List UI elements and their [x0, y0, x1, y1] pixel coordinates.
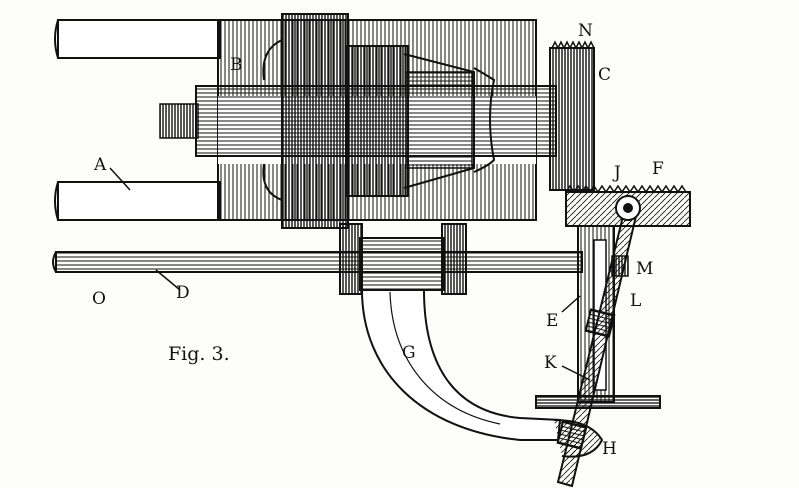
label-c: C [598, 65, 611, 85]
label-g: G [402, 343, 416, 363]
label-o: O [92, 289, 106, 309]
label-j: J [612, 163, 621, 183]
label-d: D [176, 283, 190, 303]
label-f: F [652, 159, 664, 179]
label-n: N [578, 21, 593, 41]
label-a: A [93, 155, 107, 175]
label-h: H [602, 439, 617, 459]
rod-d [53, 252, 582, 272]
label-e: E [546, 311, 558, 331]
label-k: K [544, 353, 557, 373]
label-l: L [630, 291, 641, 311]
rod-sleeve [340, 224, 466, 294]
label-b: B [230, 55, 243, 75]
label-m: M [636, 259, 653, 279]
grooved-pulley-c [550, 42, 594, 190]
figure-caption: Fig. 3. [168, 343, 230, 365]
